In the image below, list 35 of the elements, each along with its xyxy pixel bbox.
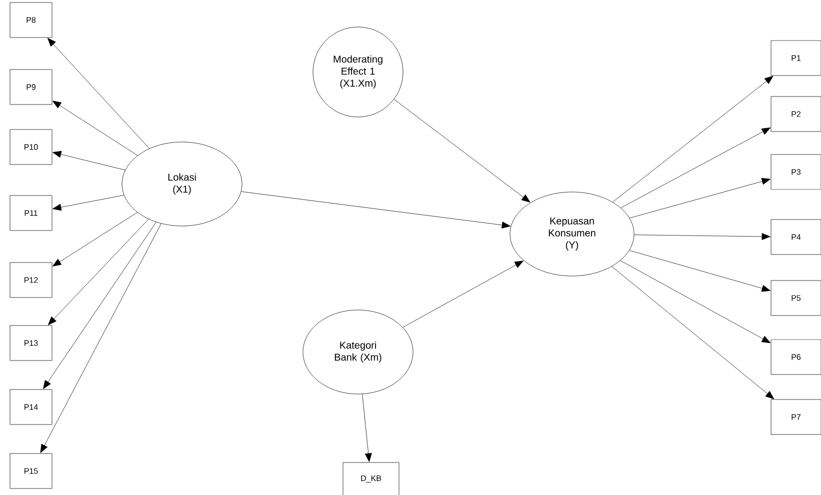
indicator-box: P15 — [10, 453, 52, 489]
arrow — [629, 250, 770, 292]
arrow — [241, 191, 511, 228]
indicator-box: P11 — [10, 195, 52, 231]
arrow — [629, 178, 770, 218]
indicator-box: P12 — [10, 262, 52, 298]
arrow — [362, 394, 372, 462]
arrow — [612, 266, 774, 400]
arrow — [43, 222, 156, 390]
arrow — [40, 223, 162, 454]
indicator-box: P3 — [770, 154, 821, 190]
indicator-box: P14 — [10, 389, 52, 425]
arrow — [402, 260, 524, 328]
arrow — [620, 128, 771, 208]
indicator-box: P2 — [770, 96, 821, 132]
indicator-box: P7 — [770, 399, 821, 435]
indicator-box: P8 — [10, 2, 52, 38]
arrow — [52, 100, 138, 156]
arrow — [52, 194, 124, 211]
arrow — [620, 260, 771, 344]
indicator-box: D_KB — [342, 462, 400, 495]
indicator-box: P4 — [770, 219, 821, 255]
indicator-box: P6 — [770, 339, 821, 375]
arrow — [394, 99, 530, 202]
arrow — [52, 212, 138, 266]
arrow — [48, 218, 149, 326]
arrow — [634, 233, 770, 240]
arrow — [612, 76, 774, 202]
indicator-box: P5 — [770, 280, 821, 316]
arrow — [52, 150, 126, 170]
indicator-box: P13 — [10, 325, 52, 361]
indicator-box: P1 — [770, 40, 821, 76]
arrow — [47, 38, 150, 149]
indicator-box: P9 — [10, 69, 52, 105]
indicator-box: P10 — [10, 129, 52, 165]
